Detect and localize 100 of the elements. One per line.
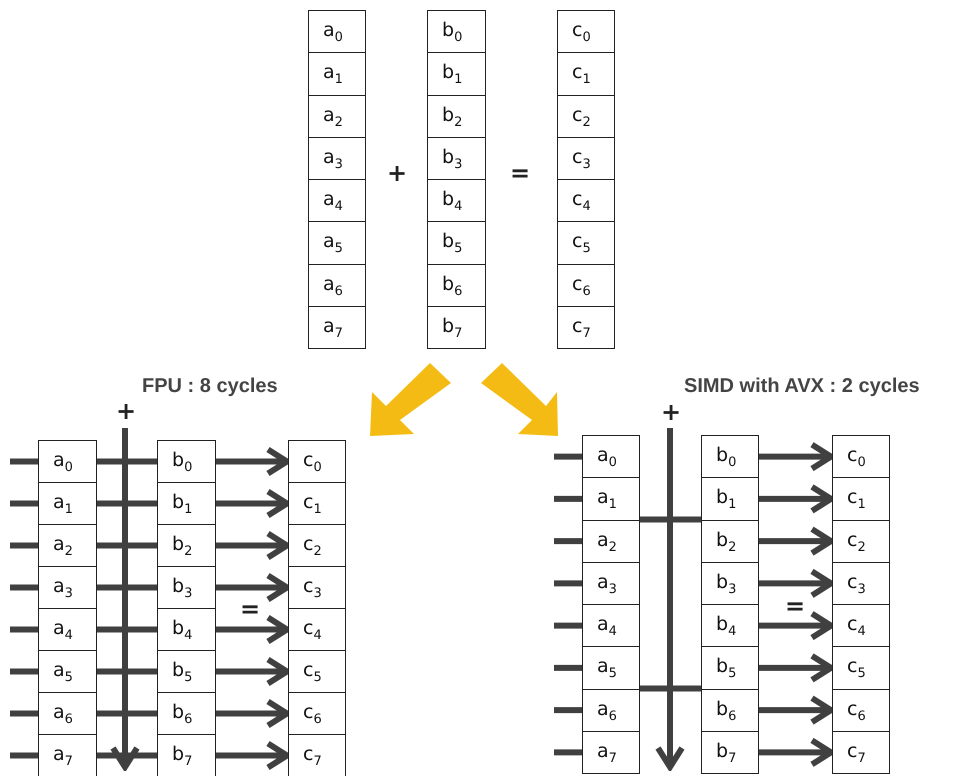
register-cell: a$_{5}$ bbox=[308, 221, 366, 264]
register-cell: b$_{5}$ bbox=[157, 650, 216, 693]
register-cell: b$_{7}$ bbox=[427, 306, 486, 349]
register-cell: c$_{4}$ bbox=[832, 604, 890, 648]
plus-sign: + bbox=[387, 161, 408, 185]
register-cell: a$_{7}$ bbox=[582, 730, 640, 774]
register-cell: b$_{4}$ bbox=[427, 179, 486, 222]
arrow bbox=[216, 530, 290, 560]
register-cell: c$_{5}$ bbox=[832, 646, 890, 690]
panel-title: FPU : 8 cycles bbox=[142, 376, 278, 396]
connector-line bbox=[10, 542, 38, 548]
register-cell: a$_{1}$ bbox=[582, 477, 640, 520]
register-cell: a$_{6}$ bbox=[582, 688, 640, 732]
connector-line bbox=[10, 500, 38, 506]
connector-line bbox=[97, 752, 157, 758]
register-cell: a$_{1}$ bbox=[308, 52, 366, 96]
register-cell: c$_{0}$ bbox=[832, 435, 890, 478]
connector-line bbox=[97, 584, 157, 590]
register-cell: a$_{6}$ bbox=[38, 692, 97, 735]
register-cell: b$_{6}$ bbox=[157, 692, 216, 735]
register-cell: c$_{7}$ bbox=[557, 306, 615, 349]
connector-line bbox=[554, 580, 582, 586]
connector-line bbox=[97, 542, 157, 548]
register-cell: c$_{7}$ bbox=[832, 730, 890, 774]
arrow bbox=[759, 484, 834, 514]
register-cell: a$_{3}$ bbox=[582, 562, 640, 605]
connector-line bbox=[10, 752, 38, 758]
connector-line bbox=[640, 686, 701, 692]
connector-line bbox=[97, 500, 157, 506]
connector-line bbox=[554, 664, 582, 671]
register-cell: a$_{2}$ bbox=[308, 94, 366, 138]
arrow bbox=[216, 698, 290, 728]
register-cell: b$_{3}$ bbox=[701, 562, 759, 605]
register-cell: a$_{7}$ bbox=[308, 306, 366, 349]
register-cell: b$_{7}$ bbox=[157, 734, 216, 776]
register-cell: a$_{5}$ bbox=[38, 650, 97, 693]
register-cell: b$_{0}$ bbox=[701, 435, 759, 478]
arrow bbox=[759, 568, 834, 598]
register-cell: b$_{1}$ bbox=[427, 52, 486, 96]
arrow bbox=[216, 488, 290, 518]
register-cell: c$_{2}$ bbox=[288, 524, 346, 567]
register-cell: a$_{4}$ bbox=[582, 604, 640, 648]
register-cell: a$_{6}$ bbox=[308, 264, 366, 307]
register-cell: a$_{5}$ bbox=[582, 646, 640, 690]
connector-line bbox=[554, 622, 582, 629]
register-cell: c$_{4}$ bbox=[288, 608, 346, 651]
register-cell: b$_{0}$ bbox=[427, 10, 486, 54]
register-cell: b$_{2}$ bbox=[157, 524, 216, 567]
arrow bbox=[216, 446, 290, 476]
connector-line bbox=[97, 710, 157, 716]
register-cell: b$_{2}$ bbox=[701, 520, 759, 563]
register-cell: b$_{3}$ bbox=[157, 566, 216, 609]
arrow bbox=[216, 614, 290, 644]
connector-line bbox=[554, 496, 582, 502]
register-cell: b$_{7}$ bbox=[701, 730, 759, 774]
register-cell: c$_{6}$ bbox=[557, 264, 615, 307]
register-cell: a$_{4}$ bbox=[38, 608, 97, 651]
connector-line bbox=[554, 707, 582, 714]
connector-line bbox=[97, 626, 157, 632]
register-cell: c$_{3}$ bbox=[288, 566, 346, 609]
register-cell: c$_{5}$ bbox=[288, 650, 346, 693]
register-cell: c$_{6}$ bbox=[288, 692, 346, 735]
register-cell: c$_{1}$ bbox=[832, 477, 890, 520]
register-cell: c$_{3}$ bbox=[557, 136, 615, 180]
register-cell: a$_{3}$ bbox=[308, 136, 366, 180]
connector-line bbox=[554, 538, 582, 544]
register-cell: b$_{5}$ bbox=[701, 646, 759, 690]
connector-line bbox=[10, 626, 38, 632]
register-cell: c$_{2}$ bbox=[557, 94, 615, 138]
arrow bbox=[759, 652, 834, 683]
register-cell: a$_{0}$ bbox=[308, 10, 366, 54]
plus-sign: + bbox=[116, 399, 136, 423]
connector-line bbox=[10, 668, 38, 674]
connector-line bbox=[97, 668, 157, 674]
connector-line bbox=[10, 584, 38, 590]
connector-line bbox=[640, 516, 701, 522]
register-cell: b$_{1}$ bbox=[157, 482, 216, 525]
connector-line bbox=[97, 458, 157, 464]
register-cell: b$_{0}$ bbox=[157, 440, 216, 483]
register-cell: a$_{7}$ bbox=[38, 734, 97, 776]
arrow bbox=[216, 656, 290, 686]
connector-line bbox=[10, 458, 38, 464]
register-cell: c$_{4}$ bbox=[557, 179, 615, 222]
register-cell: a$_{4}$ bbox=[308, 179, 366, 222]
equals-sign: = bbox=[240, 597, 260, 621]
register-cell: c$_{0}$ bbox=[557, 10, 615, 54]
register-cell: c$_{7}$ bbox=[288, 734, 346, 776]
register-cell: a$_{2}$ bbox=[582, 520, 640, 563]
register-cell: b$_{2}$ bbox=[427, 94, 486, 138]
register-cell: c$_{3}$ bbox=[832, 562, 890, 605]
register-cell: a$_{0}$ bbox=[38, 440, 97, 483]
equals-sign: = bbox=[510, 161, 530, 185]
arrow bbox=[759, 526, 834, 556]
arrow bbox=[759, 610, 834, 641]
register-cell: c$_{1}$ bbox=[288, 482, 346, 525]
register-cell: b$_{5}$ bbox=[427, 221, 486, 264]
register-cell: a$_{2}$ bbox=[38, 524, 97, 567]
register-cell: c$_{1}$ bbox=[557, 52, 615, 96]
register-cell: b$_{6}$ bbox=[701, 688, 759, 732]
connector-line bbox=[10, 710, 38, 716]
